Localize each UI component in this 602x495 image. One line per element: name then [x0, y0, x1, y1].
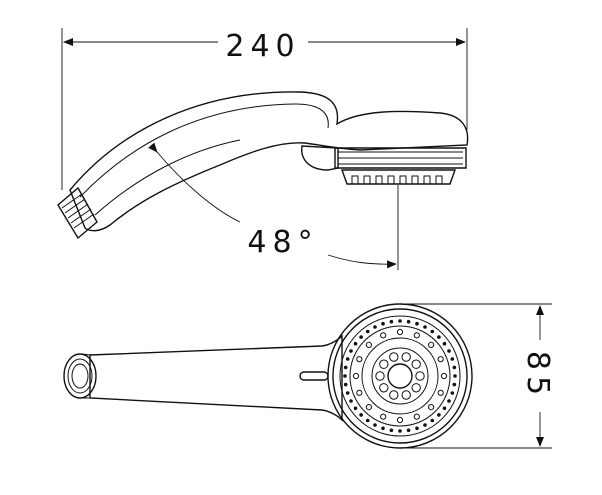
nozzle — [389, 390, 399, 400]
nozzle — [430, 418, 435, 423]
angle-dimension: 48° — [148, 142, 399, 270]
nozzle — [365, 329, 370, 334]
front-view: 85 — [63, 303, 555, 449]
nozzle — [442, 341, 447, 346]
nozzle — [349, 399, 353, 403]
nozzle — [415, 321, 419, 326]
nozzle — [437, 389, 444, 396]
nozzle — [401, 390, 411, 400]
nozzle — [452, 365, 457, 370]
nozzle — [411, 383, 421, 393]
diameter-dimension: 85 — [405, 303, 555, 449]
nozzle — [389, 319, 394, 324]
nozzle-row — [351, 175, 443, 185]
nozzle — [381, 321, 385, 326]
nozzle — [413, 332, 420, 339]
side-view: 240 — [57, 28, 469, 270]
nozzle — [450, 357, 455, 361]
nozzle — [423, 423, 427, 427]
nozzle — [415, 426, 419, 431]
nozzle — [398, 319, 402, 323]
nozzle — [442, 406, 447, 411]
nozzle — [437, 356, 444, 363]
nozzle — [375, 371, 385, 381]
nozzle — [406, 428, 411, 433]
nozzle — [379, 359, 389, 369]
nozzle — [343, 382, 348, 387]
nozzle — [450, 391, 455, 395]
nozzle — [380, 332, 387, 339]
nozzle — [430, 329, 435, 334]
nozzle — [353, 341, 358, 346]
nozzle — [389, 352, 399, 362]
nozzle — [343, 374, 347, 378]
nozzle — [447, 399, 451, 403]
nozzle — [440, 372, 448, 380]
nozzle — [379, 383, 389, 393]
nozzle — [401, 352, 411, 362]
nozzle — [396, 416, 404, 424]
shower-handle-profile — [57, 91, 469, 240]
nozzle — [381, 426, 385, 431]
nozzle — [447, 349, 451, 353]
nozzle — [428, 404, 435, 411]
diameter-label: 85 — [520, 351, 555, 401]
nozzle — [398, 429, 402, 433]
length-label: 240 — [225, 29, 300, 64]
nozzle — [359, 335, 363, 339]
middle-nozzle-ring — [352, 328, 448, 424]
nozzle — [365, 404, 372, 411]
nozzle — [356, 389, 363, 396]
spray-face — [327, 303, 473, 449]
nozzle — [437, 413, 441, 417]
nozzle — [345, 391, 350, 395]
nozzle — [437, 335, 441, 339]
nozzle — [413, 413, 420, 420]
nozzle — [356, 356, 363, 363]
angle-label: 48° — [247, 225, 318, 260]
nozzle — [411, 359, 421, 369]
nozzle — [359, 413, 363, 417]
nozzle — [453, 374, 457, 378]
nozzle — [389, 428, 394, 433]
length-dimension: 240 — [61, 28, 468, 190]
nozzle — [380, 413, 387, 420]
inner-nozzle-ring — [375, 352, 425, 400]
nozzle — [373, 423, 377, 427]
nozzle — [428, 341, 435, 348]
nozzle — [365, 418, 370, 423]
nozzle — [352, 372, 360, 380]
nozzle — [396, 328, 404, 336]
outer-nozzle-ring — [343, 319, 457, 433]
nozzle — [345, 357, 350, 361]
nozzle — [373, 325, 377, 329]
nozzle — [353, 406, 358, 411]
nozzle — [415, 371, 425, 381]
nozzle — [349, 349, 353, 353]
nozzle — [452, 382, 457, 387]
nozzle — [343, 365, 348, 370]
nozzle — [423, 325, 427, 329]
nozzle — [365, 341, 372, 348]
nozzle — [406, 319, 411, 324]
